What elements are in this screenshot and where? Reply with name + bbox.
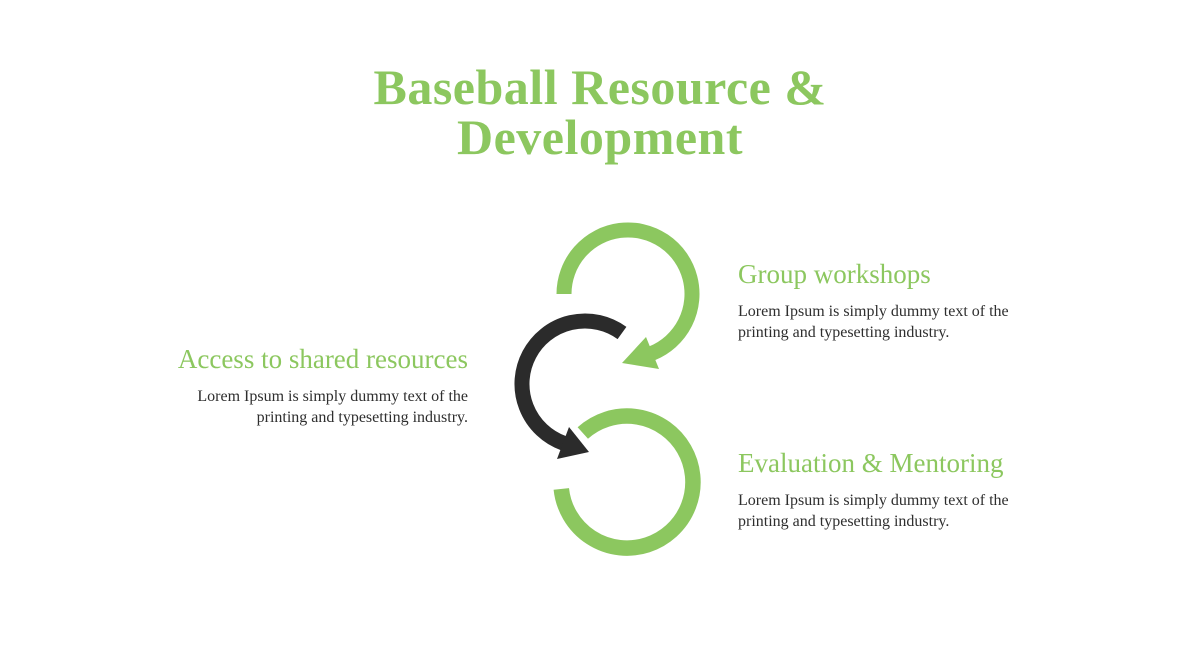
top-cycle-arrow-icon [556,222,700,369]
step-group-workshops-body: Lorem Ipsum is simply dummy text of the … [738,303,1009,341]
step-group-workshops-heading: Group workshops [738,259,931,289]
step-evaluation-mentoring: Evaluation & Mentoring Lorem Ipsum is si… [738,446,1048,532]
top-cycle-arrowhead-icon [622,337,659,369]
step-evaluation-mentoring-body: Lorem Ipsum is simply dummy text of the … [738,492,1009,530]
step-access-shared-resources-body: Lorem Ipsum is simply dummy text of the … [197,388,468,426]
middle-cycle-arrowhead-icon [557,427,589,459]
top-cycle-arc [556,222,700,361]
step-access-shared-resources-heading: Access to shared resources [177,344,468,374]
step-group-workshops: Group workshops Lorem Ipsum is simply du… [738,257,1038,343]
page-title-line-2: Development [457,109,743,165]
page-title: Baseball Resource &Development [0,62,1200,162]
bottom-cycle-arc [553,408,701,556]
bottom-cycle-ring-icon [553,408,701,556]
step-evaluation-mentoring-heading: Evaluation & Mentoring [738,448,1004,478]
page-title-line-1: Baseball Resource & [373,59,827,115]
middle-cycle-arrow-icon [514,313,627,459]
step-access-shared-resources: Access to shared resources Lorem Ipsum i… [168,342,468,428]
middle-cycle-arc [514,313,627,451]
